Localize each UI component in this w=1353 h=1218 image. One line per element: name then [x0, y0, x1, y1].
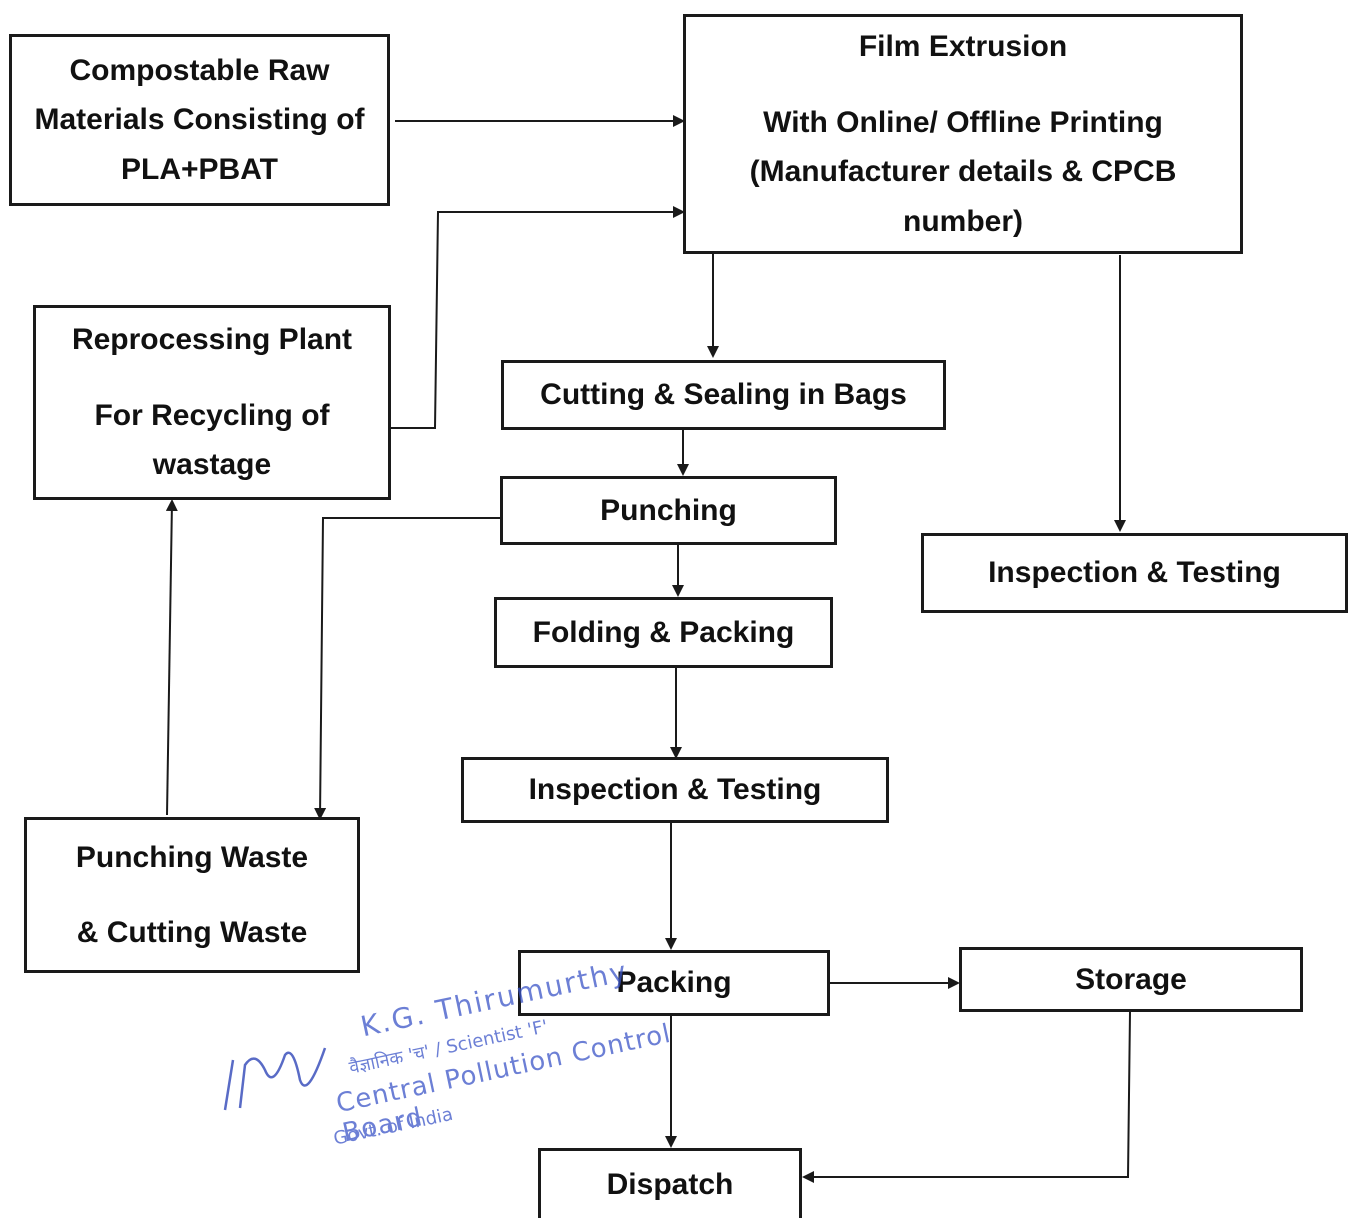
- packing-label: Packing: [616, 966, 732, 1000]
- film-extrusion-box: Film Extrusion With Online/ Offline Prin…: [683, 14, 1243, 254]
- inspection-right-label: Inspection & Testing: [988, 556, 1281, 590]
- storage-box: Storage: [959, 947, 1303, 1012]
- film-extrusion-line-3: number): [903, 204, 1023, 238]
- storage-label: Storage: [1075, 962, 1187, 996]
- punching-label: Punching: [600, 493, 737, 527]
- inspection-testing-right-box: Inspection & Testing: [921, 533, 1348, 613]
- reprocessing-title: Reprocessing Plant: [71, 323, 353, 357]
- punching-cutting-waste-box: Punching Waste & Cutting Waste: [24, 817, 360, 973]
- raw-materials-line-3: PLA+PBAT: [121, 152, 278, 186]
- dispatch-label: Dispatch: [606, 1167, 734, 1201]
- reprocessing-plant-box: Reprocessing Plant For Recycling of wast…: [33, 305, 391, 500]
- cutting-sealing-label: Cutting & Sealing in Bags: [540, 378, 907, 412]
- packing-box: Packing: [518, 950, 830, 1016]
- arrow-reprocessing-to-extrusion: [390, 206, 685, 429]
- film-extrusion-line-2: (Manufacturer details & CPCB: [749, 155, 1177, 188]
- dispatch-box: Dispatch: [538, 1148, 802, 1218]
- arrow-storage-to-dispatch: [802, 1011, 1131, 1183]
- arrow-punching-to-waste: [314, 517, 500, 820]
- cutting-sealing-box: Cutting & Sealing in Bags: [501, 360, 946, 430]
- waste-line-2: & Cutting Waste: [76, 916, 308, 949]
- film-extrusion-title: Film Extrusion: [858, 30, 1068, 63]
- inspection-testing-center-box: Inspection & Testing: [461, 757, 889, 823]
- handwritten-signature: [223, 1047, 327, 1111]
- arrow-waste-to-reprocessing: [165, 499, 178, 816]
- raw-materials-line-1: Compostable Raw: [69, 53, 330, 87]
- inspection-center-label: Inspection & Testing: [528, 773, 822, 807]
- raw-materials-line-2: Materials Consisting of: [34, 103, 365, 137]
- folding-packing-label: Folding & Packing: [532, 615, 795, 649]
- reprocessing-line-1: For Recycling of: [94, 398, 330, 432]
- waste-line-1: Punching Waste: [75, 840, 309, 874]
- raw-materials-box: Compostable Raw Materials Consisting of …: [9, 34, 390, 206]
- reprocessing-line-2: wastage: [152, 448, 272, 482]
- folding-packing-box: Folding & Packing: [494, 597, 833, 668]
- punching-box: Punching: [500, 476, 837, 545]
- film-extrusion-line-1: With Online/ Offline Printing: [763, 105, 1163, 139]
